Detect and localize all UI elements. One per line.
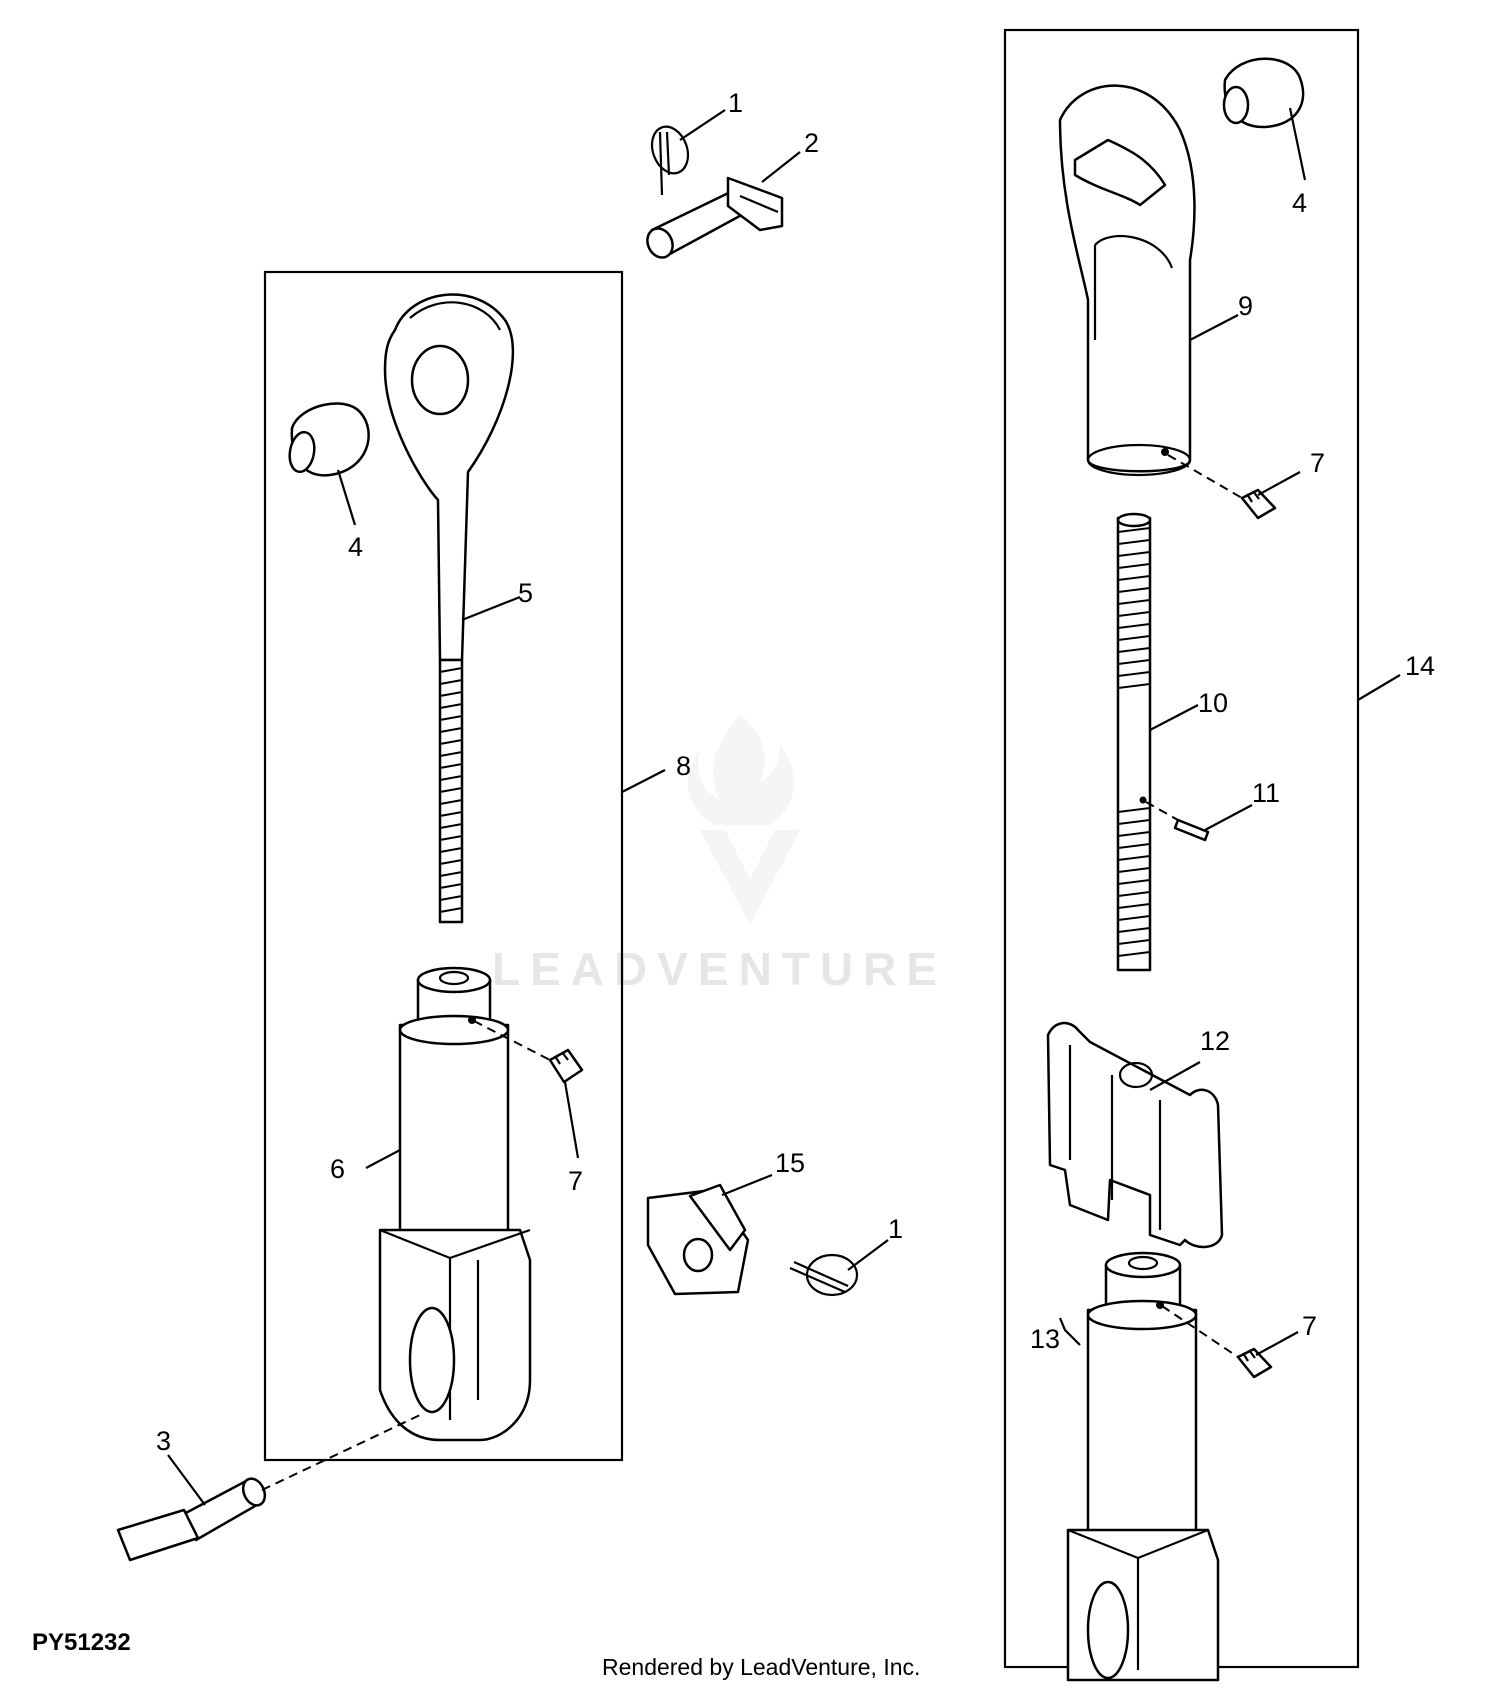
threaded-rod-10	[1116, 512, 1152, 972]
callout-14: 14	[1405, 651, 1435, 681]
eye-bolt-threads	[439, 667, 463, 913]
watermark-text: LEADVENTURE	[492, 943, 947, 995]
callout-3: 3	[156, 1426, 171, 1456]
assembly-box-8	[263, 270, 624, 1462]
rod-upper-threads	[1117, 527, 1151, 689]
rod-lower-threads	[1117, 807, 1151, 957]
ball-bushing-right	[1222, 57, 1305, 129]
alignment-line-3-6	[261, 1414, 421, 1491]
lower-tube-13	[1066, 1251, 1220, 1682]
alignment-line-13-7	[1161, 1305, 1239, 1358]
grease-fitting-right-bottom	[1236, 1347, 1273, 1379]
callout-11: 11	[1252, 778, 1280, 808]
callout-15: 15	[775, 1148, 805, 1178]
footer-credit: Rendered by LeadVenture, Inc.	[602, 1654, 920, 1680]
callout-4-right: 4	[1292, 188, 1307, 218]
diagram-code: PY51232	[32, 1629, 131, 1656]
callout-2: 2	[804, 128, 819, 158]
roll-pin-11	[1173, 818, 1210, 842]
watermark-logo	[688, 715, 800, 925]
callout-12: 12	[1200, 1026, 1230, 1056]
lock-spring-12	[1046, 1021, 1224, 1249]
leader-lines	[167, 107, 1401, 1506]
spring-pin-bottom	[789, 1253, 859, 1297]
headed-pin-3	[116, 1477, 267, 1562]
grease-fitting-left	[548, 1048, 584, 1084]
callout-6: 6	[330, 1154, 345, 1184]
callout-13: 13	[1030, 1324, 1060, 1354]
retaining-block-15	[646, 1183, 750, 1296]
callout-7-right-bottom: 7	[1302, 1311, 1317, 1341]
spring-pin-top	[650, 125, 690, 196]
alignment-line-10-11	[1145, 801, 1179, 821]
upper-socket-9	[1058, 84, 1196, 477]
ball-bushing-left	[288, 402, 370, 477]
grease-fitting-right-top	[1240, 488, 1277, 520]
callout-5: 5	[518, 578, 533, 608]
eye-bolt-5	[383, 293, 515, 924]
callout-10: 10	[1198, 688, 1228, 718]
callout-1-top: 1	[728, 88, 743, 118]
callout-1-bottom: 1	[888, 1214, 903, 1244]
callout-9: 9	[1238, 291, 1253, 321]
callout-4-left: 4	[348, 532, 363, 562]
callout-7-right-top: 7	[1310, 448, 1325, 478]
headed-pin-2	[646, 176, 784, 259]
lower-tube-6	[378, 966, 532, 1442]
callout-8: 8	[676, 751, 691, 781]
callout-7-left: 7	[568, 1166, 583, 1196]
